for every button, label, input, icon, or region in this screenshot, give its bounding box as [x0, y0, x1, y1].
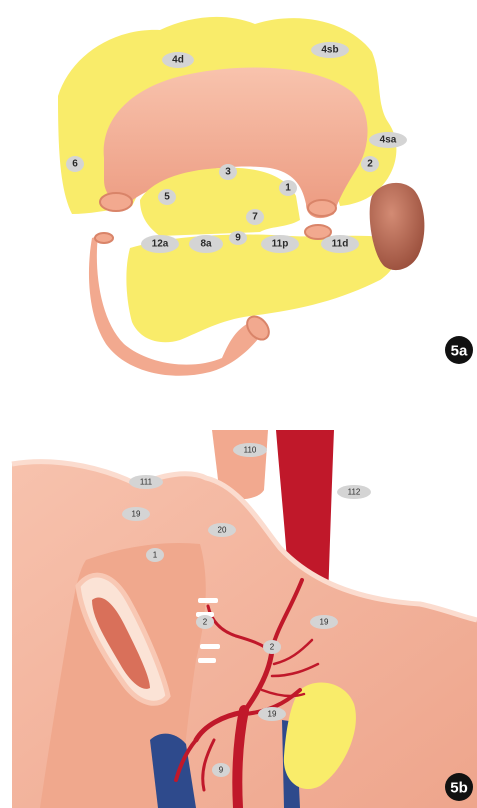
- station-110: 110: [233, 443, 267, 457]
- station-19-upper: 19: [122, 507, 150, 521]
- panel-b: 110 111 112 19 20 1 2 2: [12, 430, 477, 808]
- panel-b-badge: 5b: [445, 773, 473, 801]
- station-9-b: 9: [212, 763, 230, 777]
- station-4d: 4d: [162, 52, 194, 68]
- svg-text:4sb: 4sb: [321, 45, 338, 56]
- svg-text:4d: 4d: [172, 55, 184, 66]
- svg-text:8a: 8a: [200, 239, 212, 250]
- panel-a-badge: 5a: [445, 336, 473, 364]
- svg-text:20: 20: [218, 526, 227, 535]
- esophagus-stump: [100, 193, 132, 211]
- station-6: 6: [66, 156, 84, 172]
- station-5: 5: [158, 189, 176, 205]
- svg-text:9: 9: [235, 233, 241, 244]
- station-3: 3: [219, 164, 237, 180]
- svg-text:6: 6: [72, 159, 78, 170]
- svg-text:3: 3: [225, 167, 231, 178]
- station-9: 9: [229, 231, 247, 245]
- svg-text:7: 7: [252, 212, 258, 223]
- station-2-right: 2: [263, 640, 281, 654]
- svg-text:19: 19: [268, 710, 277, 719]
- station-111: 111: [129, 475, 163, 489]
- vessel-stub: [305, 225, 331, 239]
- station-1: 1: [279, 180, 297, 196]
- station-2-left: 2: [196, 615, 214, 629]
- svg-text:2: 2: [367, 159, 373, 170]
- station-4sa: 4sa: [369, 132, 407, 148]
- svg-text:1: 1: [285, 183, 291, 194]
- svg-text:112: 112: [348, 488, 361, 497]
- station-11p: 11p: [261, 235, 299, 253]
- svg-text:5a: 5a: [451, 343, 468, 360]
- duodenum-start: [95, 233, 113, 243]
- svg-text:19: 19: [320, 618, 329, 627]
- svg-text:19: 19: [132, 510, 141, 519]
- station-2: 2: [361, 156, 379, 172]
- svg-text:111: 111: [140, 478, 153, 487]
- station-19-lower: 19: [258, 707, 286, 721]
- svg-text:110: 110: [244, 446, 257, 455]
- station-11d: 11d: [321, 235, 359, 253]
- svg-text:2: 2: [203, 618, 208, 627]
- panel-a: 4d 4sb 4sa 6 2 3 1 5: [58, 17, 473, 376]
- station-112: 112: [337, 485, 371, 499]
- svg-text:5b: 5b: [450, 780, 468, 797]
- station-20: 20: [208, 523, 236, 537]
- pylorus-stump: [308, 200, 336, 216]
- station-19-right: 19: [310, 615, 338, 629]
- svg-text:9: 9: [219, 766, 224, 775]
- station-7: 7: [246, 209, 264, 225]
- svg-text:5: 5: [164, 192, 170, 203]
- station-8a: 8a: [189, 235, 223, 253]
- station-1-b: 1: [146, 548, 164, 562]
- svg-text:12a: 12a: [152, 239, 169, 250]
- svg-text:1: 1: [153, 551, 158, 560]
- svg-text:11d: 11d: [332, 239, 349, 250]
- svg-text:2: 2: [270, 643, 275, 652]
- svg-text:11p: 11p: [272, 239, 289, 250]
- station-12a: 12a: [141, 235, 179, 253]
- station-4sb: 4sb: [311, 42, 349, 58]
- svg-text:4sa: 4sa: [380, 135, 397, 146]
